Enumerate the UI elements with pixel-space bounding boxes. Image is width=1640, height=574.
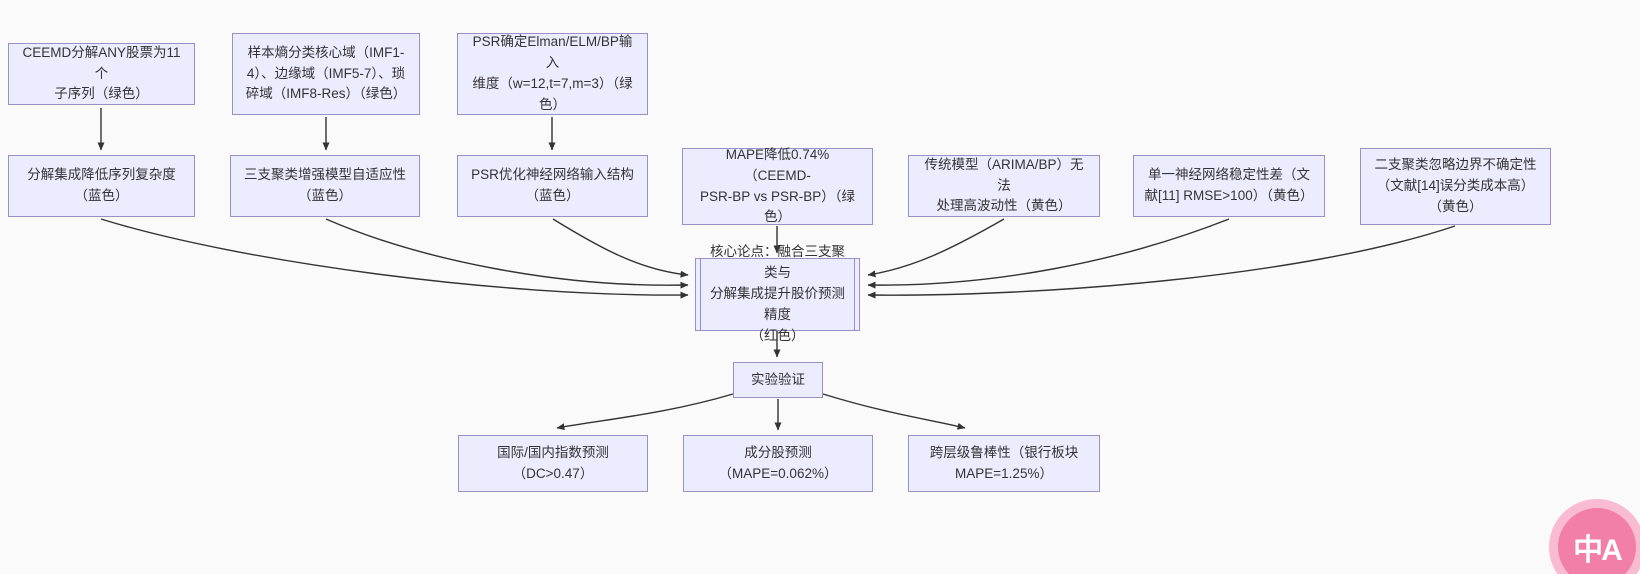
node-three-way-adaptive: 三支聚类增强模型自适应性 （蓝色） — [230, 155, 420, 217]
node-two-way-limit: 二支聚类忽略边界不确定性 （文献[14]误分类成本高） （黄色） — [1360, 148, 1551, 225]
edge-experiment-to-robustness — [822, 393, 966, 430]
node-single-nn-unstable: 单一神经网络稳定性差（文 献[11] RMSE>100）（黄色） — [1133, 155, 1325, 217]
node-psr-dimension: PSR确定Elman/ELM/BP输入 维度（w=12,t=7,m=3）（绿 色… — [457, 33, 648, 115]
node-psr-structure: PSR优化神经网络输入结构 （蓝色） — [457, 155, 648, 217]
edge-twoway-to-core — [867, 225, 1456, 299]
node-core-thesis: 核心论点：融合三支聚类与 分解集成提升股价预测精度 （红色） — [695, 244, 860, 343]
translate-float-button[interactable]: 中A — [1549, 499, 1640, 574]
edge-experiment-to-index — [556, 393, 734, 431]
node-cross-level-robustness: 跨层级鲁棒性（银行板块 MAPE=1.25%） — [908, 435, 1100, 492]
edge-adaptive-to-core — [325, 218, 689, 289]
node-traditional-limit: 传统模型（ARIMA/BP）无法 处理高波动性（黄色） — [908, 155, 1100, 217]
node-index-prediction: 国际/国内指数预测 （DC>0.47） — [458, 435, 648, 492]
translate-icon: 中A — [1558, 508, 1636, 574]
node-mape-improve: MAPE降低0.74%（CEEMD- PSR-BP vs PSR-BP）（绿 色… — [682, 147, 873, 225]
node-sample-entropy: 样本熵分类核心域（IMF1- 4）、边缘域（IMF5-7）、琐 碎域（IMF8-… — [232, 33, 420, 115]
edge-structure-to-core — [552, 218, 689, 278]
node-ceemd-decompose: CEEMD分解ANY股票为11个 子序列（绿色） — [8, 43, 195, 105]
node-decomp-complexity: 分解集成降低序列复杂度 （蓝色） — [8, 155, 195, 217]
edge-traditional-to-core — [867, 218, 1005, 278]
node-constituent-prediction: 成分股预测 （MAPE=0.062%） — [683, 435, 873, 492]
edge-singlenn-to-core — [867, 218, 1230, 289]
node-experiment-validation: 实验验证 — [733, 362, 823, 398]
edge-complexity-to-core — [100, 218, 689, 299]
